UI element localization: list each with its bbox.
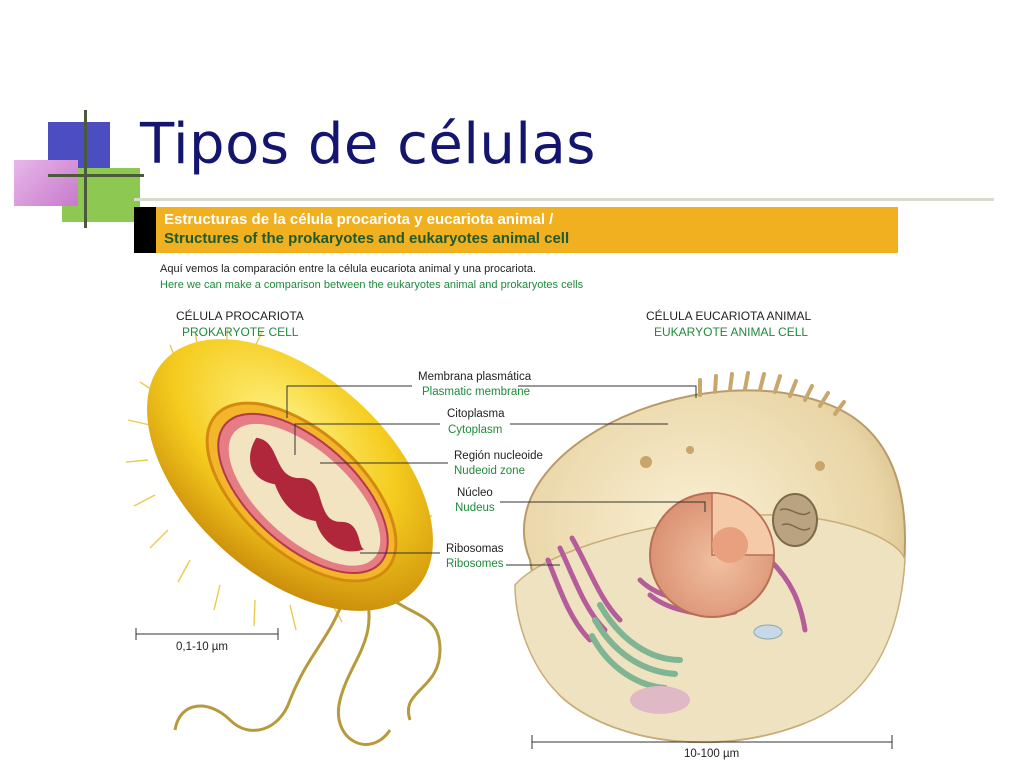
slide-title: Tipos de células [140, 112, 596, 177]
banner-title-en: Structures of the prokaryotes and eukary… [164, 230, 570, 247]
decor-line-horizontal [48, 174, 144, 177]
label-membrane-en: Plasmatic membrane [422, 386, 531, 398]
leader-lines [286, 385, 706, 566]
decor-line-vertical [84, 110, 87, 228]
eukaryote-scale-bar [531, 735, 893, 749]
label-nucleoid-en: Nudeoid zone [454, 465, 525, 477]
intro-text-en: Here we can make a comparison between th… [160, 279, 584, 291]
banner-black-bar [134, 207, 156, 253]
label-nucleus-en: Nudeus [455, 502, 495, 514]
label-ribosomes-en: Ribosomes [446, 558, 504, 570]
intro-text-es: Aquí vemos la comparación entre la célul… [160, 263, 537, 275]
label-nucleoid-es: Región nucleoide [454, 450, 543, 462]
label-ribosomes-es: Ribosomas [446, 543, 504, 555]
eukaryote-scale-label: 10-100 µm [684, 748, 740, 760]
label-cytoplasm-en: Cytoplasm [448, 424, 503, 436]
eukaryote-cell [514, 371, 907, 744]
decor-square-pink [14, 160, 78, 206]
banner-title-es: Estructuras de la célula procariota y eu… [164, 211, 554, 228]
label-nucleus-es: Núcleo [457, 487, 493, 499]
eukaryote-title-es: CÉLULA EUCARIOTA ANIMAL [646, 309, 812, 323]
prokaryote-title-en: PROKARYOTE CELL [182, 325, 299, 339]
prokaryote-title-es: CÉLULA PROCARIOTA [176, 309, 304, 323]
prokaryote-scale-bar [135, 628, 279, 640]
figure-banner [134, 207, 898, 253]
title-divider [134, 198, 994, 201]
label-cytoplasm-es: Citoplasma [447, 408, 505, 420]
eukaryote-title-en: EUKARYOTE ANIMAL CELL [654, 325, 809, 339]
label-membrane-es: Membrana plasmática [418, 371, 532, 383]
prokaryote-scale-label: 0,1-10 µm [176, 641, 229, 653]
prokaryote-cell [125, 327, 442, 746]
